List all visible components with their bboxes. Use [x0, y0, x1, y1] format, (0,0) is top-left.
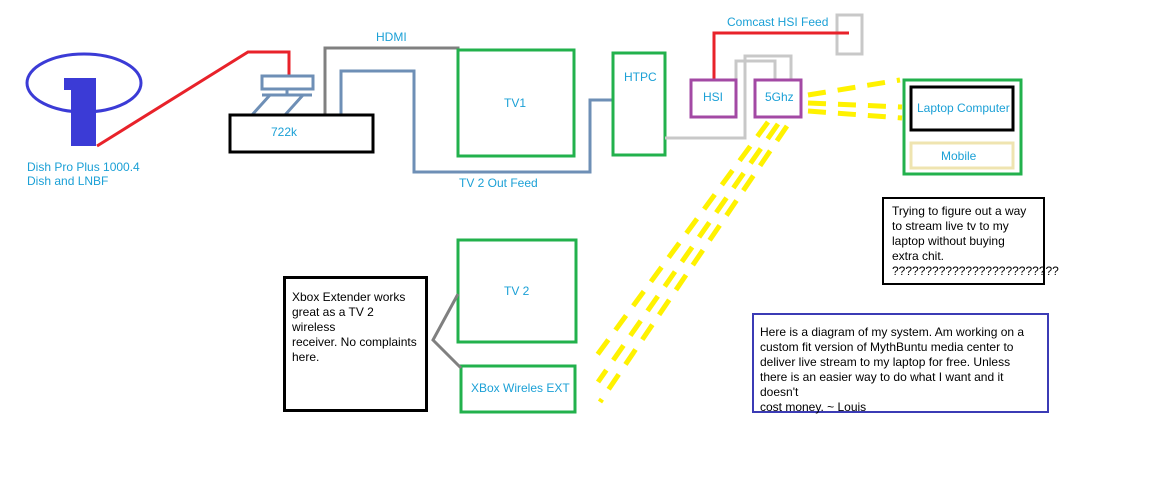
htpc-label: HTPC	[624, 70, 657, 84]
laptop-box	[909, 85, 1015, 132]
tv2-box	[456, 238, 578, 344]
dish-sub-label: Dish and LNBF	[27, 174, 108, 188]
xbox-note: Xbox Extender works great as a TV 2 wire…	[283, 276, 428, 412]
htpc-network-cable	[665, 54, 793, 140]
dish-cable	[96, 50, 291, 148]
xbox-ext-box	[459, 364, 577, 414]
hdmi-cable	[323, 46, 460, 115]
wireless-beam-laptop	[807, 77, 903, 121]
tv2-out-feed-cable	[339, 69, 613, 174]
wifi-router-box	[753, 78, 803, 119]
receiver-label: 722k	[271, 125, 298, 139]
xbox-ext-label: XBox Wireles EXT	[471, 381, 570, 395]
receiver-box	[228, 113, 375, 154]
mobile-label: Mobile	[941, 149, 977, 163]
laptop-group-box	[902, 78, 1023, 176]
hsi-box	[689, 78, 738, 119]
tv1-label: TV1	[504, 96, 526, 110]
hsi-label: HSI	[703, 90, 723, 104]
laptop-label: Laptop Computer	[917, 101, 1010, 115]
tv2-out-label: TV 2 Out Feed	[459, 176, 538, 190]
comcast-cable	[712, 31, 849, 80]
tv1-box	[456, 48, 576, 158]
diagram-description-note: Here is a diagram of my system. Am worki…	[752, 313, 1049, 414]
comcast-label: Comcast HSI Feed	[727, 15, 828, 29]
mobile-box	[909, 141, 1015, 170]
stream-question-note: Trying to figure out a way to stream liv…	[882, 197, 1059, 285]
xbox-callout-line	[431, 293, 463, 370]
hdmi-label: HDMI	[376, 30, 407, 44]
htpc-box	[611, 51, 667, 157]
satellite-dish-icon	[25, 52, 143, 146]
wireless-beam-xbox	[589, 120, 790, 404]
dish-label: Dish Pro Plus 1000.4	[27, 160, 140, 174]
tv2-label: TV 2	[504, 284, 530, 298]
splitter-icon	[250, 74, 315, 117]
wifi-label: 5Ghz	[765, 90, 794, 104]
modem-router-cable	[734, 59, 777, 80]
